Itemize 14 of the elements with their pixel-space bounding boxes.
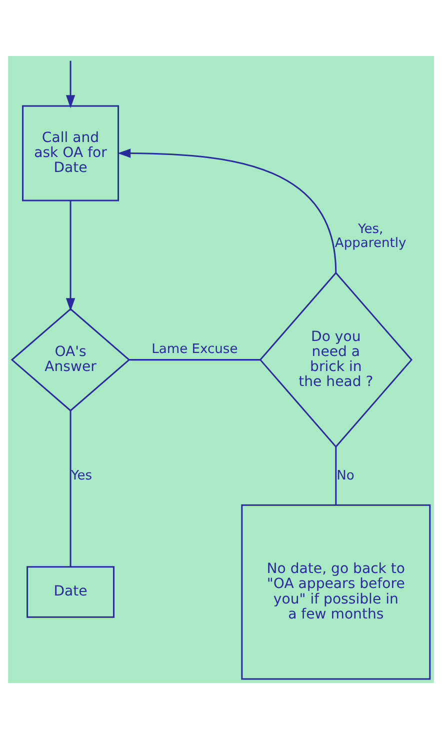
edge-label: Yes, Apparently (334, 222, 406, 251)
node-diamond: OA's Answer (10, 308, 130, 412)
arrow (66, 60, 76, 108)
node-box: No date, go back to "OA appears before you" if possible in a few months (241, 504, 431, 680)
edge-label: No (336, 468, 354, 483)
arrow (66, 200, 76, 311)
node-box: Call and ask OA for Date (22, 104, 120, 201)
connector (70, 410, 72, 566)
connector (335, 446, 337, 504)
edge-label: Lame Excuse (152, 342, 238, 357)
node-diamond: Do you need a brick in the head ? (259, 271, 413, 448)
node-box: Date (26, 566, 114, 618)
arrow (118, 148, 337, 272)
connector (129, 358, 260, 360)
